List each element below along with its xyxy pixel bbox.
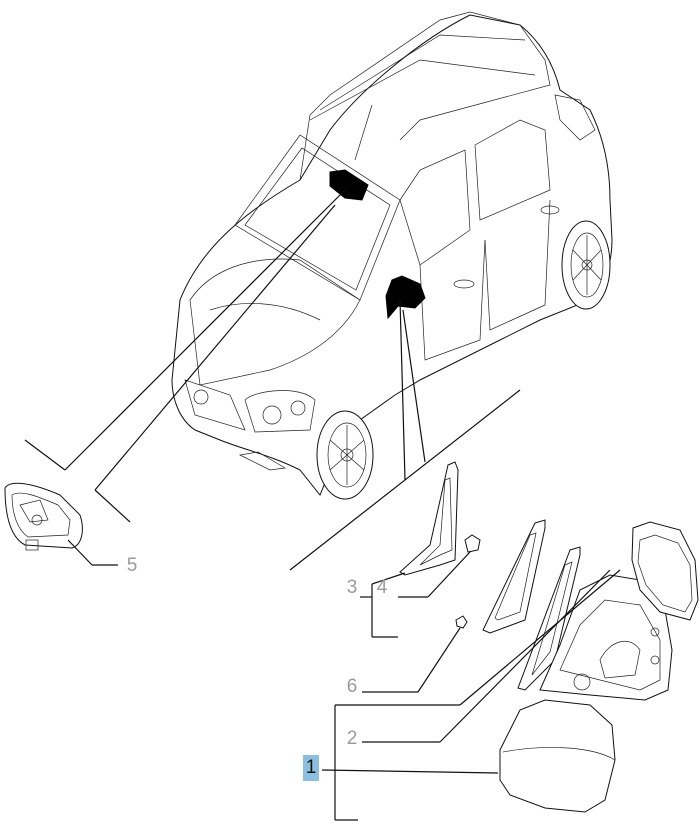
leader-lines	[24, 189, 521, 571]
callout-6[interactable]: 6	[346, 676, 358, 697]
callout-1-highlighted[interactable]: 1	[303, 755, 319, 781]
car-illustration	[171, 11, 613, 500]
rear-wheel	[561, 220, 611, 310]
front-wheel	[316, 410, 374, 500]
rearview-mirror-location	[329, 169, 369, 201]
callout-3[interactable]: 3	[346, 577, 358, 598]
part-rearview-mirror	[4, 482, 118, 566]
part-clip	[398, 534, 481, 598]
part-door-mirror-assembly	[362, 521, 699, 743]
callout-5[interactable]: 5	[126, 555, 138, 576]
door-mirror-location	[385, 275, 426, 320]
part-mirror-cover	[321, 569, 621, 821]
callout-2[interactable]: 2	[346, 728, 358, 749]
part-grommet	[362, 615, 468, 693]
callout-4[interactable]: 4	[376, 577, 388, 598]
part-pillar-trim	[360, 461, 459, 638]
part-mirror-gasket	[482, 519, 581, 691]
